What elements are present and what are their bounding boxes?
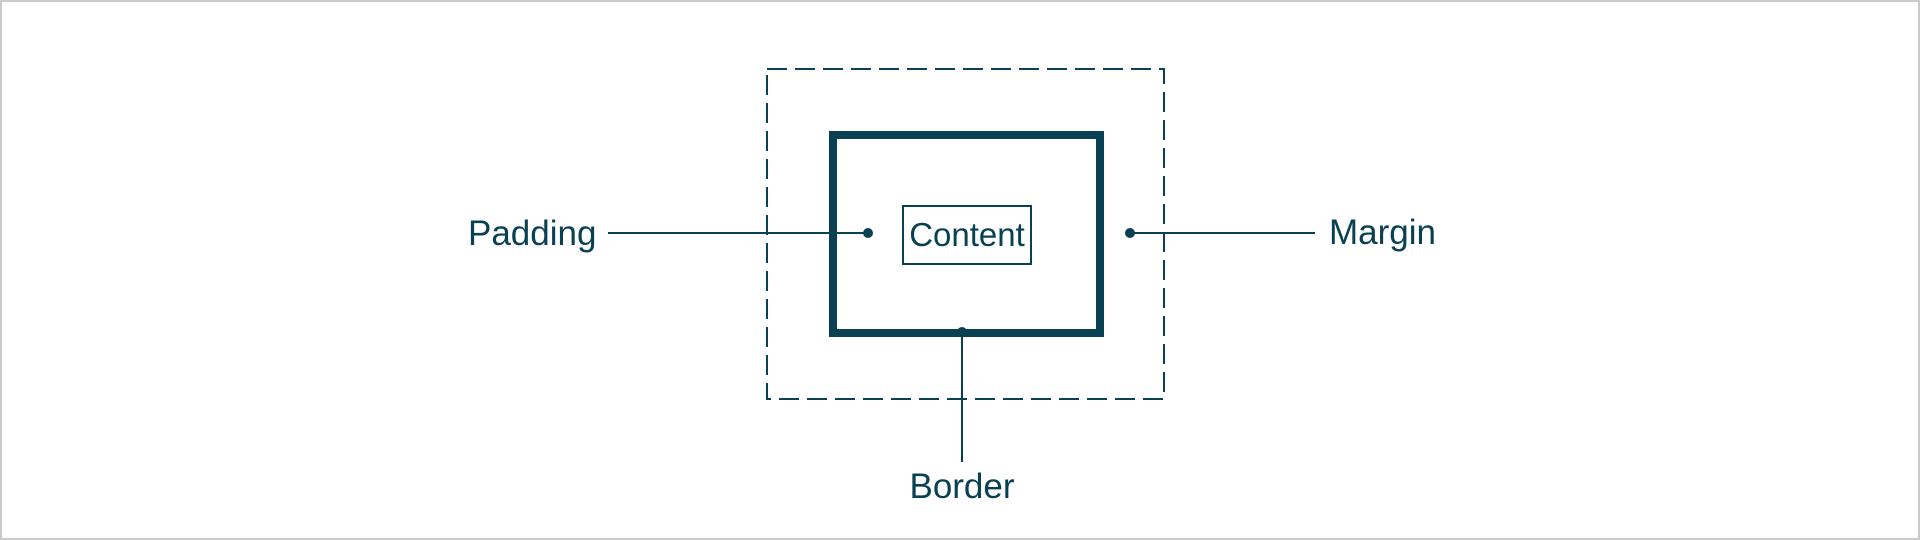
margin-label: Margin bbox=[1329, 213, 1436, 252]
border-label: Border bbox=[909, 467, 1015, 506]
margin-connector-dot bbox=[1125, 228, 1135, 238]
padding-connector-dot bbox=[863, 228, 873, 238]
border-connector-dot bbox=[957, 327, 967, 337]
content-label: Content bbox=[909, 216, 1025, 253]
padding-label: Padding bbox=[468, 214, 597, 253]
content-box: Content bbox=[902, 205, 1032, 265]
